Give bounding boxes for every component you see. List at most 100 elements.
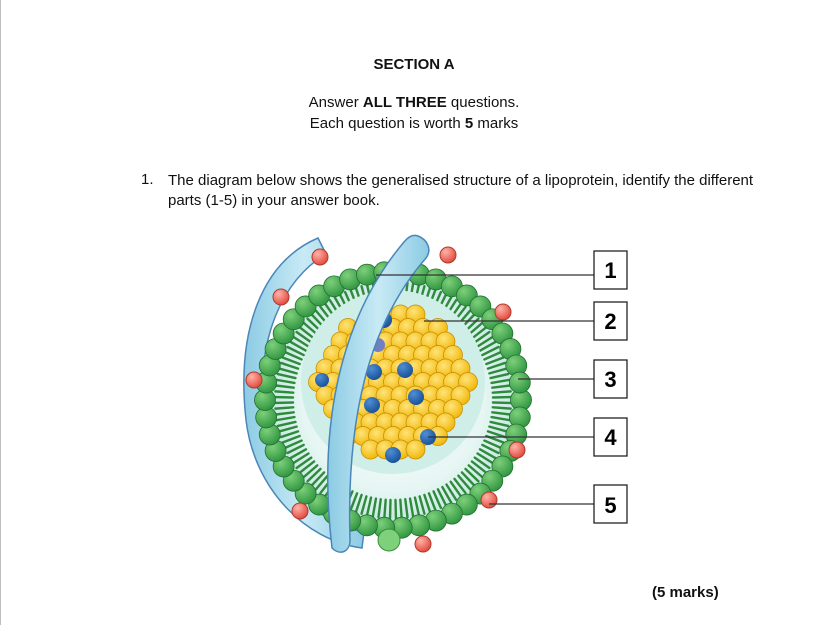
fatty-acid-tail [478,448,497,460]
fatty-acid-tail [449,480,463,498]
fatty-acid-tail [279,430,300,439]
fatty-acid-tail [298,326,316,340]
fatty-acid-tail [436,488,448,507]
instruction-1-bold: ALL THREE [362,94,447,111]
fatty-acid-tail [483,439,503,450]
phospholipid-heads [254,261,532,539]
ester-dot [364,397,380,413]
fatty-acid-tail [365,496,373,517]
fatty-acid-tail [491,406,512,410]
fatty-acid-tail [295,456,313,470]
fatty-acid-tail [286,443,305,455]
fatty-acid-tail [464,467,480,483]
fatty-acid-tail [276,372,297,380]
label-5: 5 [604,493,616,518]
fatty-acid-tail [460,471,476,487]
fatty-acid-tail [473,456,491,470]
fatty-acid-tail [310,471,326,487]
fatty-acid-tail [276,420,297,428]
fatty-acid-tail [441,485,453,504]
fatty-acid-tail [418,495,426,515]
cholesterol-dot [494,303,512,321]
cholesterol-dot [245,371,263,389]
fatty-acid-tail [278,367,298,375]
fatty-acid-tail [476,335,494,348]
marks-total: (5 marks) [652,584,719,601]
triglyceride-blob [405,439,426,460]
cholesterol-dot [480,491,498,509]
fatty-acid-tail [476,452,494,465]
fatty-acid-tail [289,340,308,352]
fatty-acid-tail [302,464,319,479]
fatty-acid-tail [481,345,500,357]
fatty-acid-tail [283,439,303,450]
leader-lines [376,274,594,505]
phospholipid-head [508,371,531,394]
instruction-1-post: questions. [446,94,520,111]
fatty-acid-tail [470,460,488,474]
fatty-acid-tail [286,345,305,357]
fatty-acid-tail [490,415,511,422]
label-box-5: 5 [593,484,628,524]
fatty-acid-tail [399,498,403,519]
label-3: 3 [604,367,616,392]
fatty-acid-tail [453,477,467,495]
fatty-acid-tail [281,356,301,366]
fatty-acid-tail [289,448,308,460]
fatty-acid-tail [292,452,310,465]
fatty-acid-tail [489,420,510,428]
fatty-acid-tail [306,467,322,483]
fatty-acid-tail [491,384,512,389]
label-box-3: 3 [593,359,628,399]
label-1: 1 [604,258,616,283]
fatty-acid-tail [275,378,296,385]
fatty-acid-tail [427,492,437,512]
fatty-acid-tail [292,335,310,348]
cholesterol-dot [439,246,457,264]
fatty-acid-tail [489,372,510,380]
fatty-acid-tail [295,330,313,344]
ester-dot [366,364,382,380]
instruction-1-pre: Answer [308,94,363,111]
fatty-acid-tail [274,406,295,410]
fatty-acid-tail [274,390,295,394]
cholesterol-dot [311,248,329,266]
page-left-border [0,0,1,625]
fatty-acid-tail [473,330,491,344]
fatty-acid-tail [488,425,508,433]
instruction-2-bold: 5 [464,115,474,132]
fatty-acid-tail [281,434,301,444]
label-2: 2 [604,309,616,334]
fatty-acid-tail [275,415,296,422]
apolipoprotein-front-band [327,234,430,553]
cholesterol-dot [414,535,432,553]
question-number: 1. [141,171,154,188]
fatty-acid-tail [467,464,484,479]
fatty-acid-tail [457,474,472,491]
fatty-acid-tail [283,350,303,361]
cholesterol-dot [291,502,309,520]
fatty-acid-tail [274,384,295,389]
ester-dot [315,373,329,387]
fatty-acid-tail [302,321,319,336]
fatty-acid-tail [491,411,512,416]
fatty-acid-tail [423,493,432,514]
label-box-2: 2 [593,301,628,341]
section-title: SECTION A [373,56,455,73]
ester-dot [385,447,401,463]
fatty-acid-tail [481,443,500,455]
fatty-acid-tail [377,498,382,519]
fatty-acid-tail [371,497,378,518]
cholesterol-dot [272,288,290,306]
pale-green-head [377,528,401,552]
fatty-acid-tail [314,474,329,491]
fatty-acid-tail [483,350,503,361]
fatty-acid-tail [349,492,359,512]
fatty-acid-tail [488,367,508,375]
fatty-acid-tail [467,321,484,336]
fatty-acid-tail [490,378,511,385]
fatty-acid-tail [486,361,507,370]
question-text: The diagram below shows the generalised … [168,172,754,209]
fatty-acid-tail [491,390,512,394]
